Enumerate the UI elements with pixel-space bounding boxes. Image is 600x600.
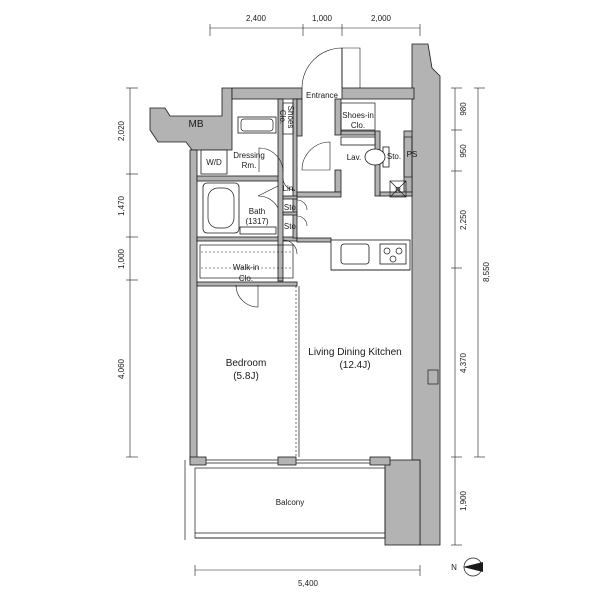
doors <box>235 47 361 308</box>
label-balcony: Balcony <box>276 498 304 507</box>
dim-bottom: 5,400 <box>298 579 319 588</box>
label-shoes-in-2: Clo. <box>351 121 365 130</box>
label-shoes-clo-1: Shoes <box>286 106 295 129</box>
label-dressing-2: Rm. <box>242 161 257 170</box>
label-bedroom-2: (5.8J) <box>233 371 259 382</box>
dim-top-1: 2,400 <box>246 14 267 23</box>
dim-top-3: 2,000 <box>371 14 392 23</box>
dimension-lines <box>126 24 485 576</box>
dim-right-3: 2,250 <box>459 209 468 230</box>
label-bath-2: (1317) <box>245 217 268 226</box>
label-walkin-1: Walk-in <box>233 263 259 272</box>
dim-left-2: 1,470 <box>117 195 126 216</box>
dim-right-2: 950 <box>459 144 468 158</box>
dim-right-total: 8,550 <box>482 261 491 282</box>
label-sto-2: Sto. <box>284 203 298 212</box>
label-ldk-1: Living Dining Kitchen <box>308 347 401 358</box>
label-ldk-2: (12.4J) <box>339 360 370 371</box>
label-lin: Lin. <box>283 184 296 193</box>
label-shoes-clo-2: Clo. <box>278 110 287 124</box>
walls <box>149 43 441 546</box>
label-dressing-1: Dressing <box>233 151 265 160</box>
dim-right-5: 1,900 <box>459 490 468 511</box>
fixtures <box>184 102 439 540</box>
dim-left-3: 1,000 <box>117 248 126 269</box>
compass-icon <box>463 557 483 577</box>
dim-right-4: 4,370 <box>459 352 468 373</box>
label-bath-1: Bath <box>249 207 265 216</box>
label-entrance: Entrance <box>306 91 339 100</box>
label-walkin-2: Clo. <box>239 274 253 283</box>
dim-right-1: 980 <box>459 102 468 116</box>
label-lav: Lav. <box>347 153 362 162</box>
label-ps: PS <box>407 150 418 159</box>
dim-left-1: 2,020 <box>117 120 126 141</box>
dim-top-2: 1,000 <box>312 14 333 23</box>
label-r: R <box>395 186 401 195</box>
label-sto-1: Sto. <box>387 152 401 161</box>
dim-left-4: 4,060 <box>117 358 126 379</box>
label-sto-3: Sto. <box>284 222 298 231</box>
label-bedroom-1: Bedroom <box>226 358 267 369</box>
label-wd: W/D <box>206 158 222 167</box>
label-shoes-in-1: Shoes-in <box>342 111 374 120</box>
label-mb: MB <box>189 119 204 130</box>
compass-north-label: N <box>451 563 457 572</box>
